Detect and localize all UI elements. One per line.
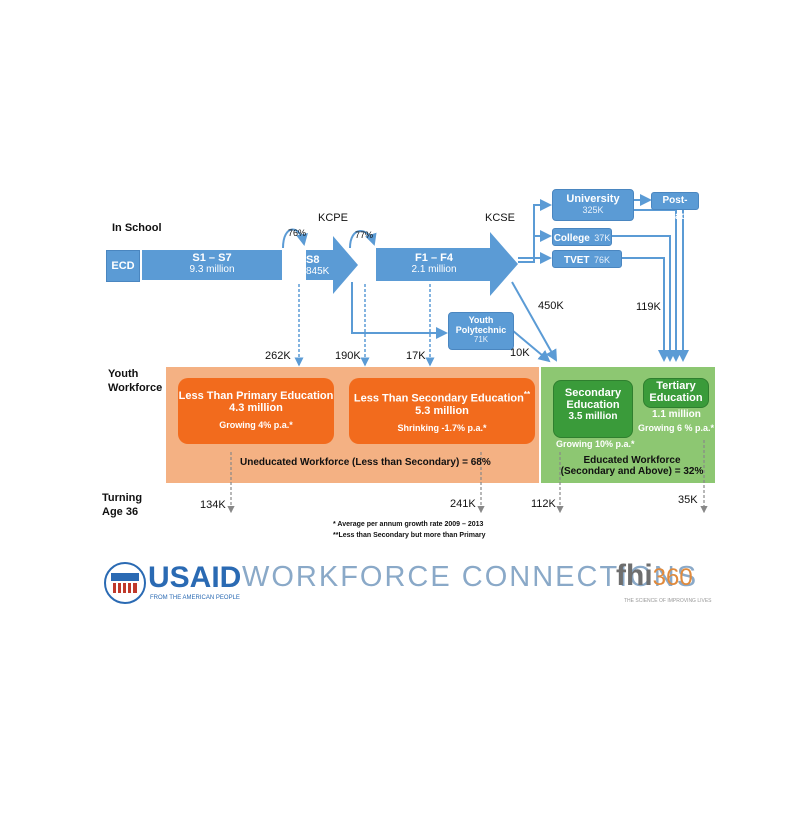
tvet-value: 76K	[594, 255, 611, 265]
college-value: 37K	[594, 233, 611, 243]
f1-f4-value: 2.1 million	[411, 264, 457, 275]
flow-10k: 10K	[510, 347, 530, 359]
s8-label: S8	[306, 254, 320, 266]
less-secondary-sup: **	[523, 390, 531, 399]
educated-summary: Educated Workforce (Secondary and Above)…	[548, 455, 716, 477]
row-label-age36: Age 36	[102, 506, 139, 518]
workforce-connections-logo: WORKFORCE CONNECTIONS	[242, 561, 699, 593]
youth-poly-label-2: Polytechnic	[455, 325, 507, 335]
secondary-title-2: Education	[566, 399, 620, 411]
less-primary-growth: Growing 4% p.a.*	[219, 420, 293, 430]
turning-241k: 241K	[450, 498, 476, 510]
f1-f4-label: F1 – F4	[415, 252, 453, 264]
s1-s7-arrow	[142, 250, 282, 280]
youth-poly-box: Youth Polytechnic 71K	[448, 312, 514, 350]
tvet-label: TVET	[563, 255, 590, 266]
postgrad-box: Post-Grad	[651, 192, 699, 222]
s1-s7-label: S1 – S7	[192, 252, 232, 264]
less-primary-value: 4.3 million	[229, 402, 283, 414]
university-box: University 325K	[552, 189, 634, 221]
f1-f4-arrow	[376, 232, 518, 296]
secondary-growth: Growing 10% p.a.*	[556, 439, 635, 449]
youth-poly-value: 71K	[473, 335, 489, 344]
row-label-workforce: Workforce	[108, 382, 163, 394]
flow-262k: 262K	[265, 350, 291, 362]
s1-s7-text: S1 – S7 9.3 million	[142, 252, 282, 275]
s8-text: S8 845K	[306, 254, 342, 277]
tertiary-title-1: Tertiary	[656, 380, 696, 392]
less-secondary-box: Less Than Secondary Education** 5.3 mill…	[349, 378, 535, 444]
s8-arrow	[306, 236, 358, 294]
flow-450k: 450K	[538, 300, 564, 312]
flow-119k: 119K	[636, 301, 661, 313]
turning-112k: 112K	[531, 498, 556, 510]
youth-poly-label-1: Youth	[468, 315, 494, 325]
college-label: College	[553, 233, 590, 244]
postgrad-label: Post-Grad	[662, 195, 688, 222]
less-primary-box: Less Than Primary Education 4.3 million …	[178, 378, 334, 444]
usaid-logo: USAID	[148, 561, 242, 594]
s1-s7-value: 9.3 million	[189, 264, 235, 275]
pct-77: 77%	[355, 230, 374, 240]
flow-190k: 190K	[335, 350, 361, 362]
row-label-turning: Turning	[102, 492, 143, 504]
row-label-in-school: In School	[112, 222, 162, 234]
fhi-text: fhi	[616, 559, 653, 592]
educated-summary-2: (Secondary and Above) = 32%	[560, 466, 704, 477]
university-label: University	[566, 193, 620, 205]
fhi-360: 360	[652, 564, 693, 591]
s8-value: 845K	[306, 266, 330, 277]
educated-summary-1: Educated Workforce	[583, 455, 681, 466]
fhi-logo: fhi360	[616, 559, 693, 593]
secondary-value: 3.5 million	[568, 411, 618, 422]
row-label-youth: Youth	[108, 368, 139, 380]
footnote-1: * Average per annum growth rate 2009 – 2…	[333, 521, 484, 528]
turning-35k: 35K	[678, 494, 698, 506]
tvet-box: TVET 76K	[552, 250, 622, 268]
tertiary-value: 1.1 million	[652, 409, 701, 420]
secondary-title-1: Secondary	[564, 387, 622, 399]
tertiary-title-2: Education	[649, 392, 703, 404]
tertiary-box: Tertiary Education	[643, 378, 709, 408]
less-secondary-growth: Shrinking -1.7% p.a.*	[397, 422, 487, 433]
tertiary-growth: Growing 6 % p.a.*	[638, 423, 715, 433]
less-secondary-title-wrap: Less Than Secondary Education**	[349, 390, 535, 405]
kcse-label: KCSE	[485, 212, 515, 224]
ecd-label: ECD	[111, 260, 135, 272]
secondary-box: Secondary Education 3.5 million	[553, 380, 633, 438]
college-box: College 37K	[552, 228, 612, 246]
turning-134k: 134K	[200, 499, 226, 511]
university-value: 325K	[582, 205, 604, 215]
less-secondary-title: Less Than Secondary Education	[353, 392, 524, 405]
f1-f4-text: F1 – F4 2.1 million	[376, 252, 492, 275]
footnote-2: **Less than Secondary but more than Prim…	[333, 532, 486, 539]
fhi-tagline: THE SCIENCE OF IMPROVING LIVES	[624, 598, 712, 604]
ecd-box: ECD	[106, 250, 140, 282]
pct-76: 76%	[288, 228, 307, 238]
less-secondary-value: 5.3 million	[415, 404, 469, 417]
uneducated-summary: Uneducated Workforce (Less than Secondar…	[240, 457, 491, 468]
usaid-tagline: FROM THE AMERICAN PEOPLE	[150, 595, 240, 601]
less-primary-title: Less Than Primary Education	[178, 390, 334, 402]
flow-17k: 17K	[406, 350, 426, 362]
kcpe-label: KCPE	[318, 212, 348, 224]
